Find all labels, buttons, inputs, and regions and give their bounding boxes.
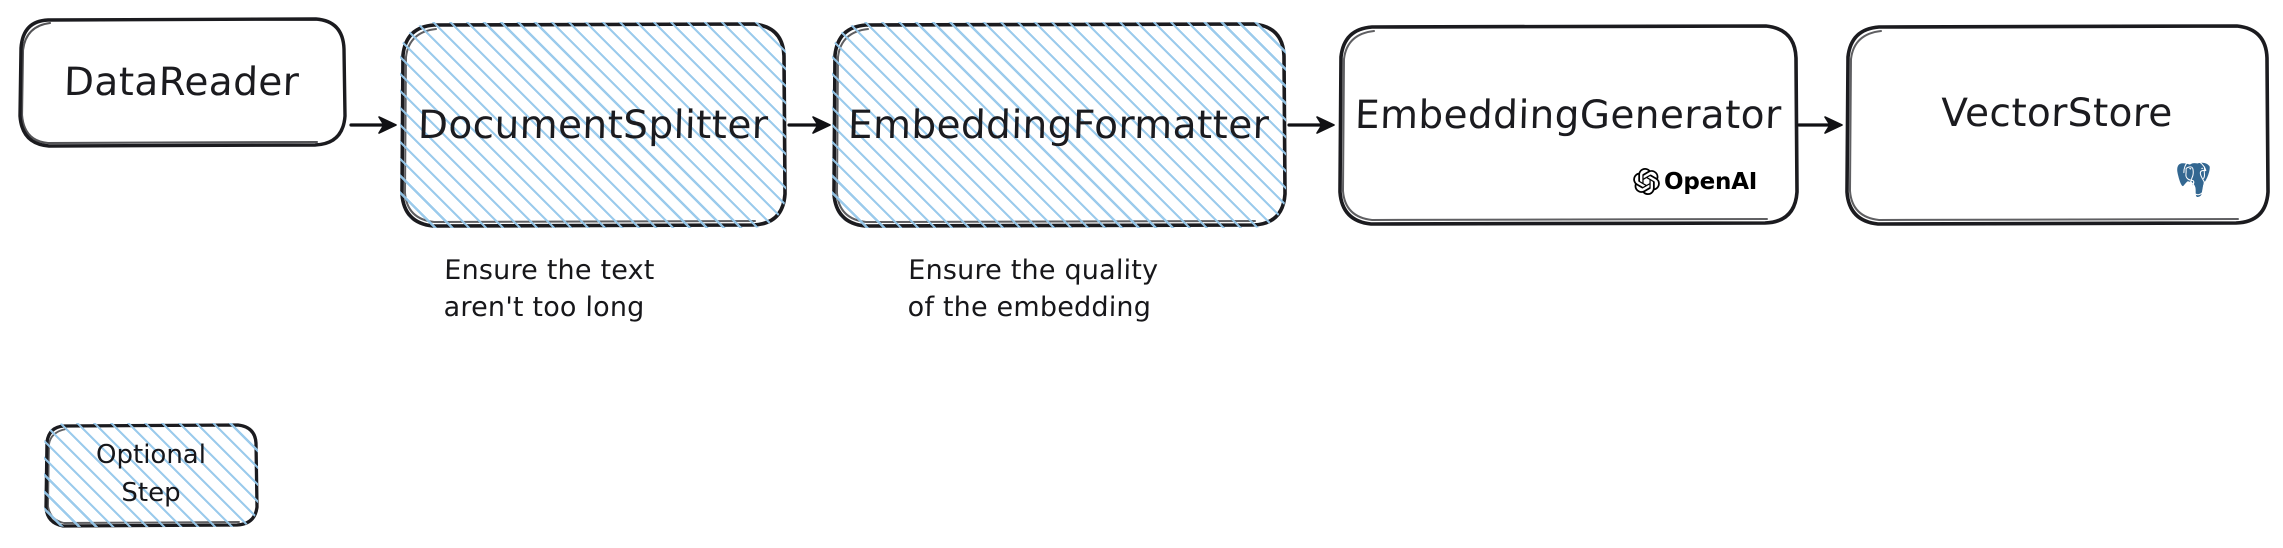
node-document-splitter[interactable]: DocumentSplitter — [400, 22, 787, 228]
openai-badge: OpenAI — [1633, 168, 1757, 195]
openai-logo-icon — [1633, 168, 1660, 195]
postgresql-elephant-icon — [2174, 159, 2214, 201]
node-embedding-formatter[interactable]: EmbeddingFormatter — [832, 22, 1287, 228]
arrow-embedding-formatter-to-embedding-generator — [1287, 116, 1335, 134]
node-data-reader[interactable]: DataReader — [18, 17, 347, 148]
arrow-document-splitter-to-embedding-formatter — [787, 116, 831, 134]
legend-label: Optional Step — [96, 440, 206, 508]
arrow-embedding-generator-to-vector-store — [1797, 116, 1843, 134]
caption-document-splitter: Ensure the text aren't too long — [443, 255, 655, 324]
node-embedding-generator[interactable]: EmbeddingGenerator — [1338, 24, 1799, 226]
postgresql-badge — [2163, 152, 2221, 206]
node-label: EmbeddingGenerator — [1354, 92, 1782, 138]
openai-label: OpenAI — [1664, 168, 1758, 195]
arrow-data-reader-to-document-splitter — [349, 116, 397, 134]
node-label: DocumentSplitter — [417, 102, 769, 148]
caption-embedding-formatter: Ensure the quality of the embedding — [907, 255, 1159, 324]
node-label: EmbeddingFormatter — [847, 102, 1271, 148]
legend-optional-step: Optional Step — [44, 423, 259, 528]
node-label: VectorStore — [1940, 90, 2174, 136]
node-label: DataReader — [63, 60, 301, 105]
